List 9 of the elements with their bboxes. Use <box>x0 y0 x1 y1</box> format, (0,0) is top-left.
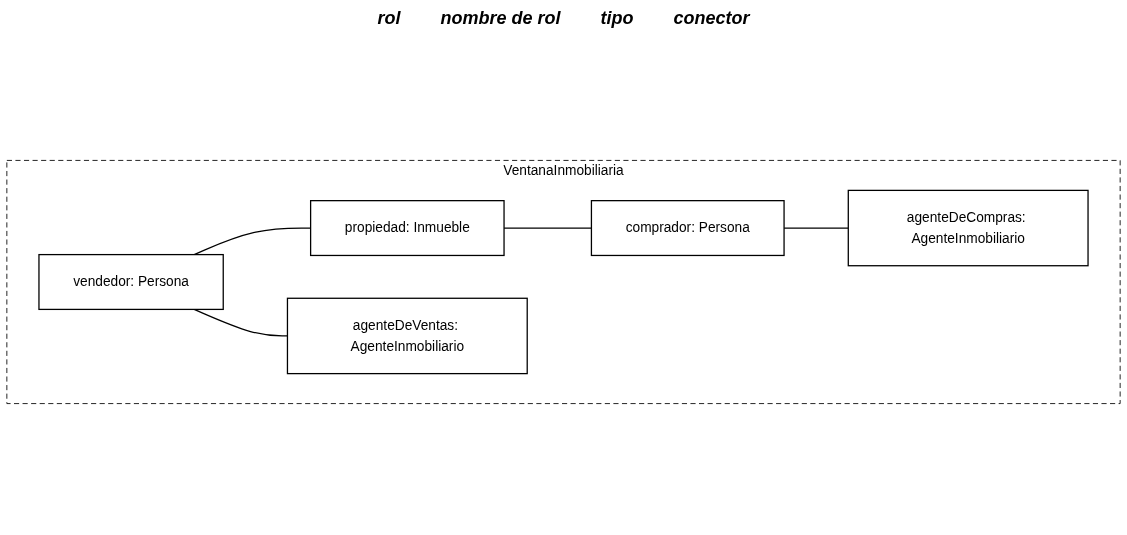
node-box: agenteDeVentas: AgenteInmobiliario <box>286 297 528 375</box>
annotation-text: rol <box>377 8 401 29</box>
annotation-text: nombre de rol <box>440 8 561 29</box>
node-box: vendedor: Persona <box>38 253 224 311</box>
annotation-text: tipo <box>600 8 634 29</box>
node-box: propiedad: Inmueble <box>310 200 505 257</box>
annotation-text: conector <box>673 8 750 29</box>
node-box: comprador: Persona <box>590 200 785 257</box>
node-box: agenteDeCompras: AgenteInmobiliario <box>847 189 1089 267</box>
